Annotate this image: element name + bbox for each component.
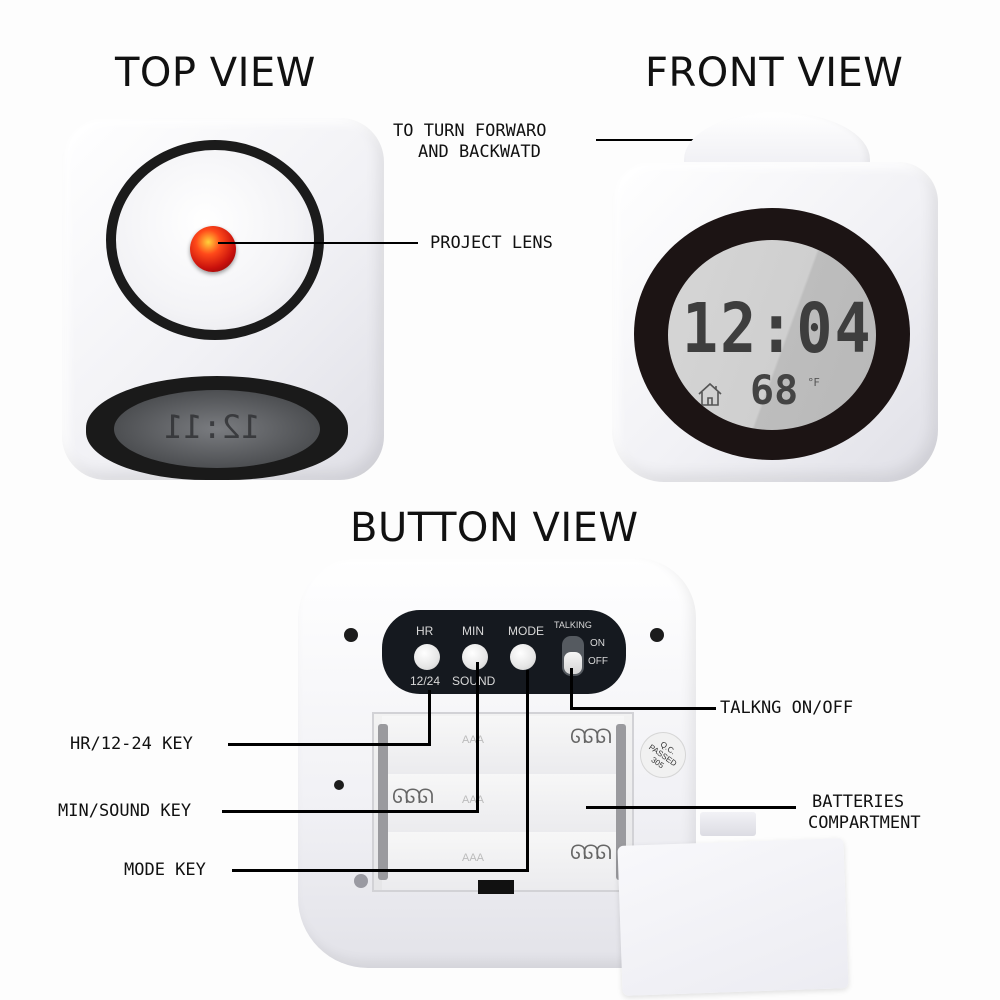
battery-slot-1-label: AAA	[462, 734, 485, 746]
batteries-leader-line	[586, 806, 796, 809]
right-battery-contact	[616, 724, 626, 880]
top-view-lcd-bezel: 12:11	[86, 376, 348, 480]
battery-slot-3-label: AAA	[462, 852, 485, 864]
foot-hole	[354, 874, 368, 888]
lcd-temperature-unit: °F	[808, 376, 820, 389]
left-battery-contact	[378, 724, 388, 880]
project-lens-leader-line	[218, 242, 418, 244]
batteries-label-line1: BATTERIES	[812, 792, 905, 812]
talking-off-label: OFF	[588, 656, 608, 667]
projector-dome-ring	[106, 140, 324, 340]
spring-left: ᘏᘏᘏ	[392, 784, 434, 808]
talking-switch-knob[interactable]	[564, 652, 582, 674]
mode-key-label: MODE KEY	[124, 860, 206, 880]
battery-cover[interactable]	[617, 838, 849, 996]
mode-button[interactable]	[510, 644, 536, 670]
front-view-title: FRONT VIEW	[645, 50, 904, 96]
mode-label: MODE	[508, 624, 544, 638]
turn-label-line1: TO TURN FORWARO	[393, 121, 547, 141]
battery-slot-2-label: AAA	[462, 794, 485, 806]
min-button[interactable]	[462, 644, 488, 670]
screw-hole-right	[650, 628, 664, 642]
hr-key-leader-vertical	[428, 690, 431, 745]
project-lens-label: PROJECT LENS	[430, 233, 553, 253]
min-key-label: MIN/SOUND KEY	[58, 801, 192, 821]
talking-leader-vertical	[570, 668, 573, 710]
turn-leader-line	[596, 139, 728, 141]
turn-label-line2: AND BACKWATD	[418, 142, 541, 162]
lcd-bezel: 12:04 68 °F	[634, 208, 910, 460]
top-view-lcd: 12:11	[114, 390, 320, 468]
hr-key-leader-horizontal	[228, 743, 431, 746]
qc-passed-sticker: Q.C. PASSED 305	[630, 722, 696, 788]
battery-latch-slot	[478, 880, 514, 894]
spring-top-right: ᘏᘏᘏ	[570, 724, 612, 748]
top-view-title: TOP VIEW	[115, 50, 316, 96]
battery-slot-2: AAA	[382, 774, 624, 833]
button-view-title: BUTTON VIEW	[350, 505, 639, 551]
hr-label: HR	[416, 624, 434, 638]
control-panel: HR MIN MODE TALKING ON OFF 12/24 SOUND	[382, 610, 626, 694]
min-key-leader-horizontal	[222, 810, 479, 813]
min-sub-label: SOUND	[452, 674, 496, 688]
hr-key-label: HR/12-24 KEY	[70, 734, 193, 754]
min-label: MIN	[462, 624, 484, 638]
talking-label: TALKING	[554, 620, 592, 630]
battery-cover-tab	[700, 812, 756, 836]
mode-key-leader-vertical	[526, 670, 529, 872]
spring-bottom-right: ᘏᘏᘏ	[570, 840, 612, 864]
talking-on-label: ON	[590, 638, 605, 649]
project-lens-icon	[190, 226, 236, 272]
lcd-temperature: 68	[750, 368, 799, 414]
talking-switch[interactable]	[562, 636, 584, 676]
screw-hole-left	[344, 628, 358, 642]
hr-sub-label: 12/24	[410, 674, 441, 688]
talking-leader-horizontal	[570, 707, 716, 710]
front-view-clock-body: 12:04 68 °F	[612, 162, 938, 482]
top-view-lcd-time: 12:11	[164, 408, 261, 446]
mode-key-leader-horizontal	[232, 869, 529, 872]
talking-label-callout: TALKNG ON/OFF	[720, 698, 854, 718]
top-view-clock-body: 12:11	[62, 118, 384, 480]
hr-button[interactable]	[414, 644, 440, 670]
side-hole	[334, 780, 344, 790]
lcd-time: 12:04	[682, 288, 873, 370]
lcd-display: 12:04 68 °F	[668, 240, 876, 430]
house-icon	[698, 382, 722, 406]
min-key-leader-vertical	[476, 662, 479, 812]
batteries-label-line2: COMPARTMENT	[808, 813, 921, 833]
battery-compartment: AAA AAA AAA ᘏᘏᘏ ᘏᘏᘏ ᘏᘏᘏ	[372, 712, 634, 892]
